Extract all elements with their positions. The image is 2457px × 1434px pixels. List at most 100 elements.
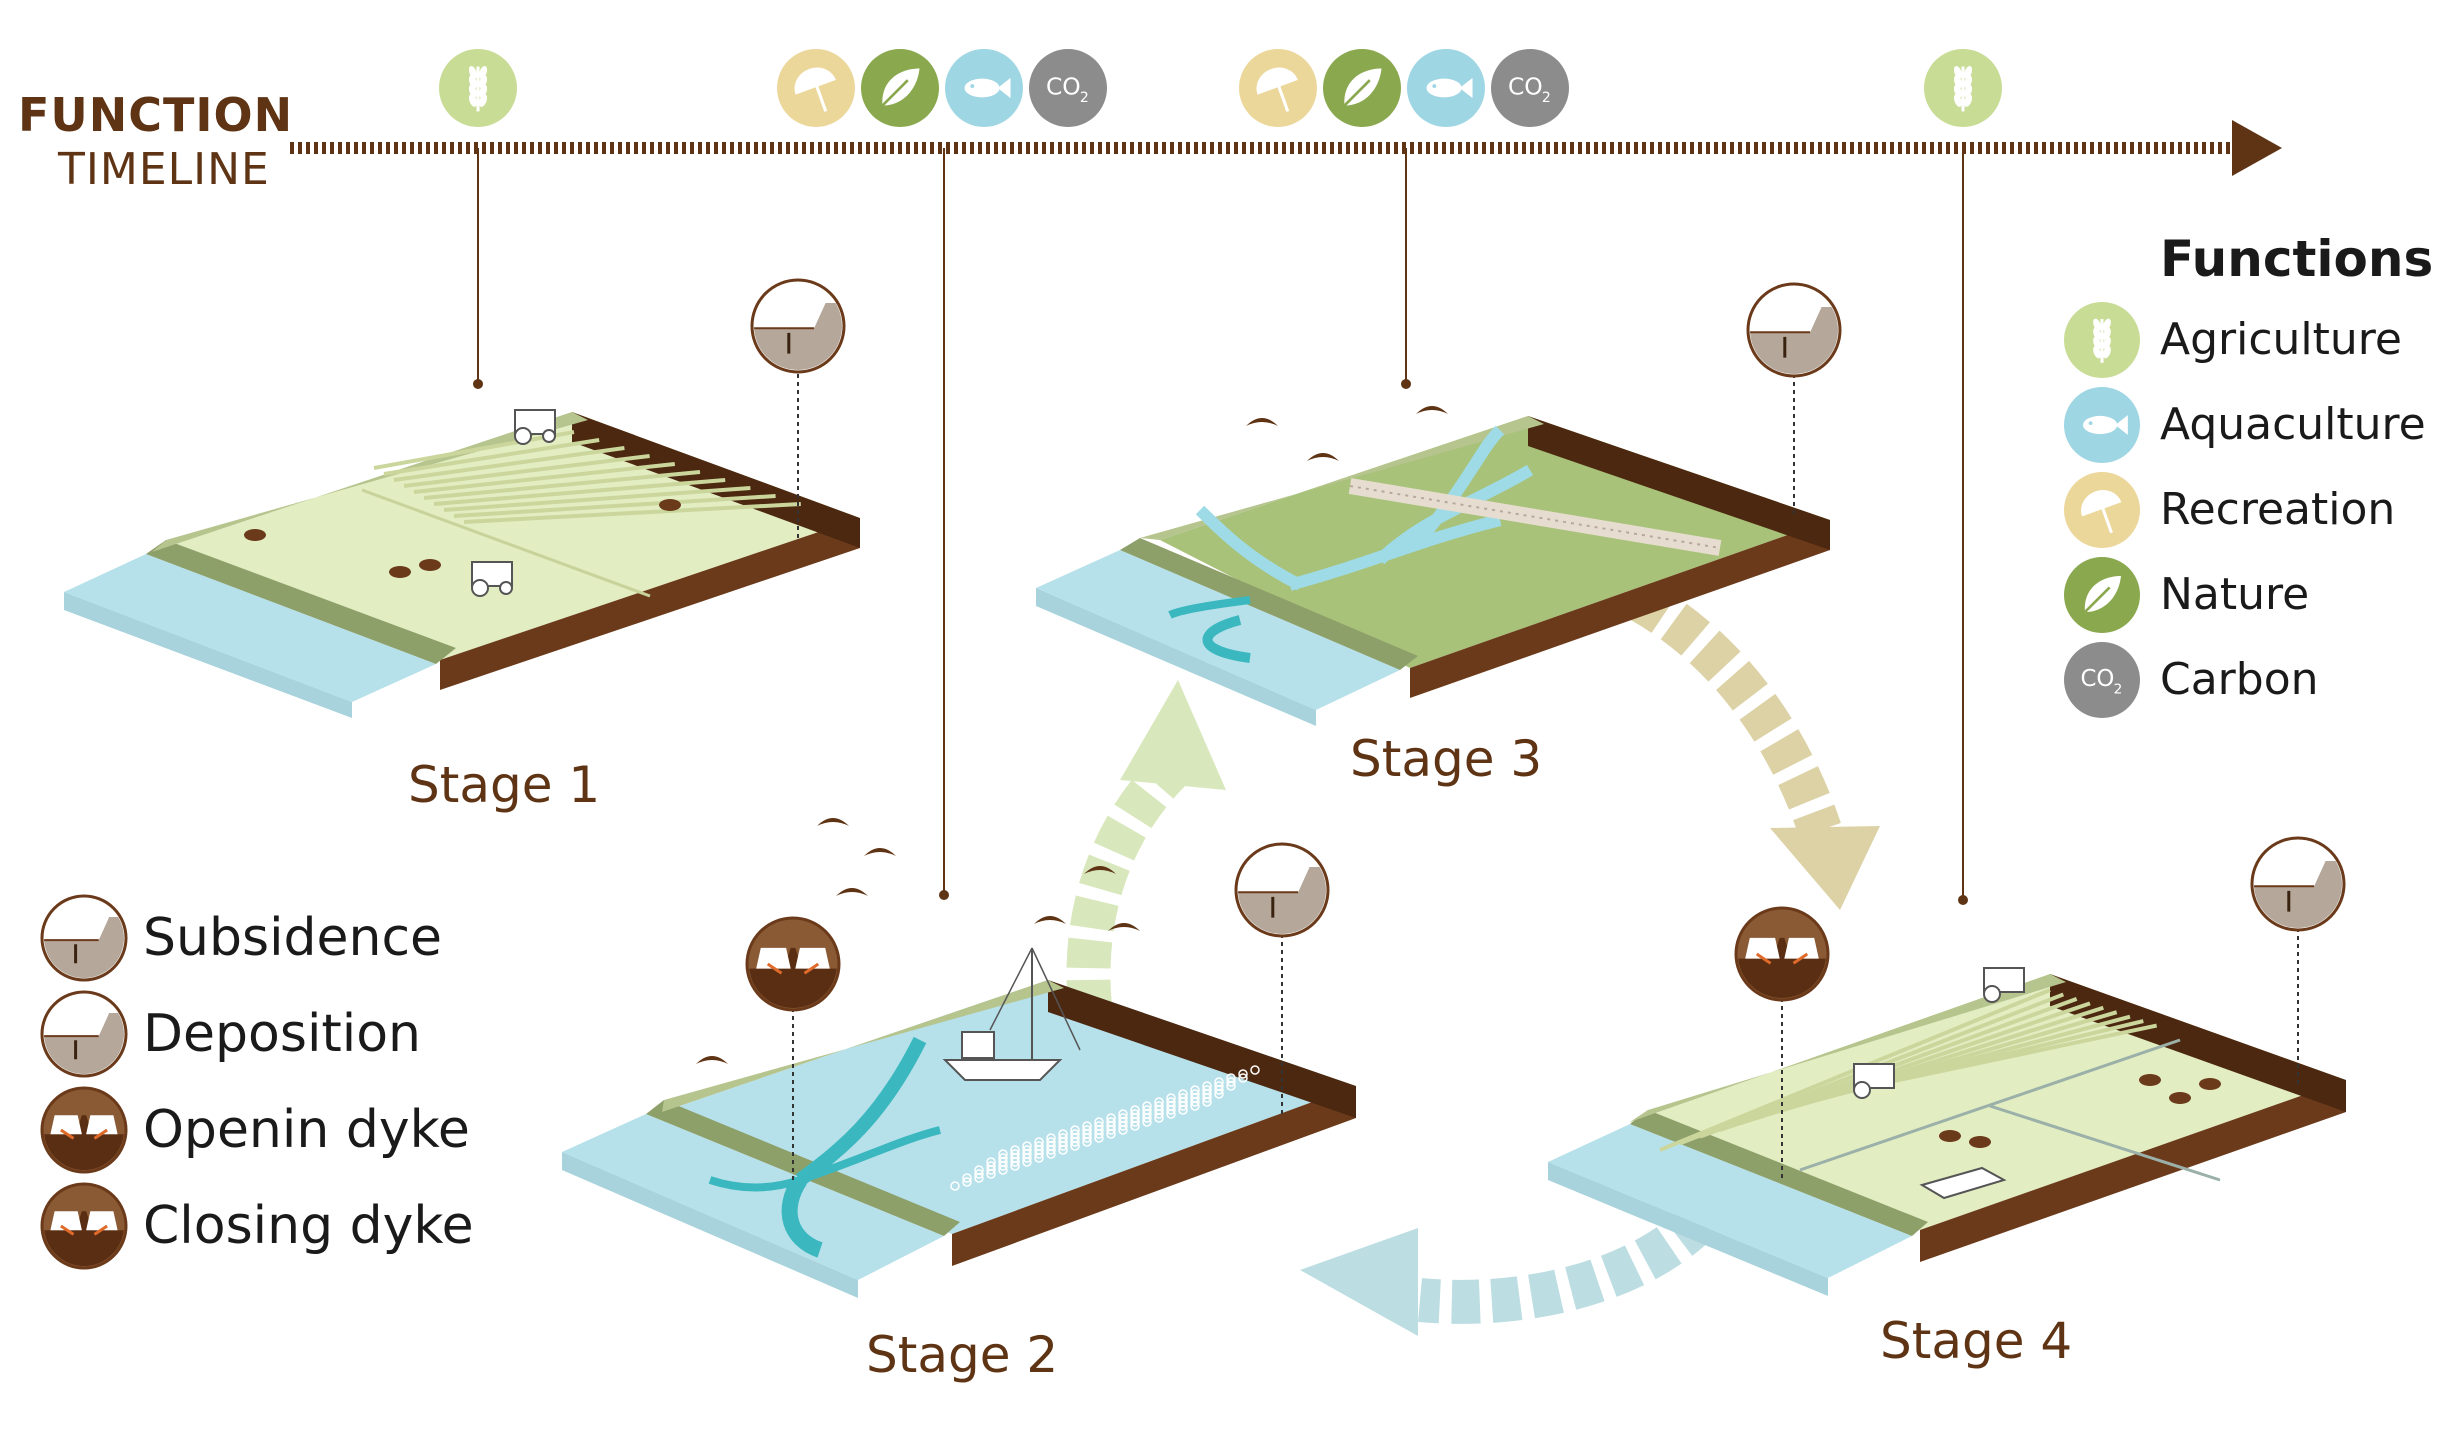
aquaculture-net [1226,1077,1236,1087]
legend-subsidence-label: Subsidence [143,908,443,968]
barn [1919,1166,2007,1200]
co2-text: CO [2081,666,2115,692]
umbrella-icon [1239,49,1317,127]
bird [817,818,849,826]
fish-icon [2064,387,2140,463]
cycle-arrow-stage4-to-2-head [1300,1228,1418,1336]
legend-nature-label: Nature [2160,569,2310,620]
water-basin-side [562,1152,858,1298]
stage-4-block [1548,920,2346,1296]
aquaculture-net [1034,1137,1044,1147]
bird [1246,418,1278,426]
stage-4-label: Stage 4 [1880,1312,2073,1370]
soil-side [2050,974,2346,1112]
timeline [290,120,2282,176]
field-furrow [403,454,650,488]
field-furrow [433,478,726,506]
aquaculture-net [1082,1121,1092,1131]
cow [2139,1074,2161,1086]
legend-carbon-label: Carbon [2160,654,2319,705]
aquaculture-net [1034,1141,1044,1151]
wheat-icon [1924,49,2002,127]
cow [659,499,681,511]
timeline-drop-dot [939,890,949,900]
ditch [1989,1104,2221,1182]
aquaculture-net [1106,1117,1116,1127]
field-furrow [453,494,776,518]
field-furrow [413,462,676,494]
aquaculture-net [950,1181,960,1191]
aquaculture-net [1130,1105,1140,1115]
aquaculture-net [1238,1069,1248,1079]
water-basin-side [64,592,352,718]
cycle-arrow-stage2-to-3 [1066,754,1186,1011]
aquaculture-net [1178,1093,1188,1103]
boardwalk-planks [1349,485,1721,549]
cow [2169,1092,2191,1104]
cycle-arrow-stage3-to-4 [1629,580,1841,838]
fish-icon [945,49,1023,127]
closing-dyke-icon [1734,906,1830,1002]
tractor-wheel [514,427,532,445]
water-flow-arrow [795,1036,927,1186]
umbrella-icon [2064,472,2140,548]
tractor [1983,967,2025,993]
dyke [646,1100,960,1236]
aquaculture-net [1130,1109,1140,1119]
aquaculture-net [1046,1137,1056,1147]
leaf-icon [1323,49,1401,127]
co2-subscript: 2 [1080,90,1089,106]
subsidence-icon [750,278,846,374]
co2-text: CO [1046,72,1081,100]
aquaculture-net [1118,1113,1128,1123]
dyke [1120,538,1418,670]
cow [389,566,411,578]
soil-side [1528,416,1830,550]
aquaculture-net [1226,1073,1236,1083]
aquaculture-net [1046,1133,1056,1143]
deposition-icon [40,990,128,1078]
tractor-wheel [499,581,513,595]
water-basin-side [1036,588,1316,726]
aquaculture-net [1070,1125,1080,1135]
closing-dyke-icon [40,1182,128,1270]
cycle-arrow-stage2-to-3-head [1120,680,1226,790]
boat-cabin [961,1031,995,1059]
bird [1416,406,1448,414]
aquaculture-net [1250,1065,1260,1075]
aquaculture-net [1022,1145,1032,1155]
functions-legend-title: Functions [2160,230,2434,288]
water-basin [562,1114,944,1280]
cycle-arrow-stage3-to-4-head [1770,826,1880,910]
bird [1084,866,1116,874]
aquaculture-net [998,1149,1008,1159]
aquaculture-net [1094,1117,1104,1127]
aquaculture-net [1214,1077,1224,1087]
leaf-icon [2064,557,2140,633]
cow [419,559,441,571]
tidal-creeks [1195,425,1534,591]
timeline-drop-dot [1958,895,1968,905]
aquaculture-net [1166,1097,1176,1107]
timeline-drop-dot [1401,379,1411,389]
field-furrow [463,502,801,524]
cow [1969,1136,1991,1148]
timeline-title-line2: TIMELINE [58,144,270,195]
aquaculture-net [1178,1089,1188,1099]
bird [1108,923,1140,931]
fish-icon [1407,49,1485,127]
subsidence-icon [2250,836,2346,932]
leaf-icon [861,49,939,127]
aquaculture-net [1106,1113,1116,1123]
stage-3-block [1036,366,1830,726]
aquaculture-net [1082,1125,1092,1135]
water-flow-arrow [781,1175,824,1258]
aquaculture-net [1118,1109,1128,1119]
legend-closing-dyke-label: Closing dyke [143,1196,474,1256]
stage-2-label: Stage 2 [866,1326,1059,1384]
soil-front [1410,520,1830,698]
aquaculture-net [986,1157,996,1167]
co2-subscript: 2 [2114,682,2123,698]
water-basin [1548,1124,1912,1278]
deposition-icon [1746,282,1842,378]
